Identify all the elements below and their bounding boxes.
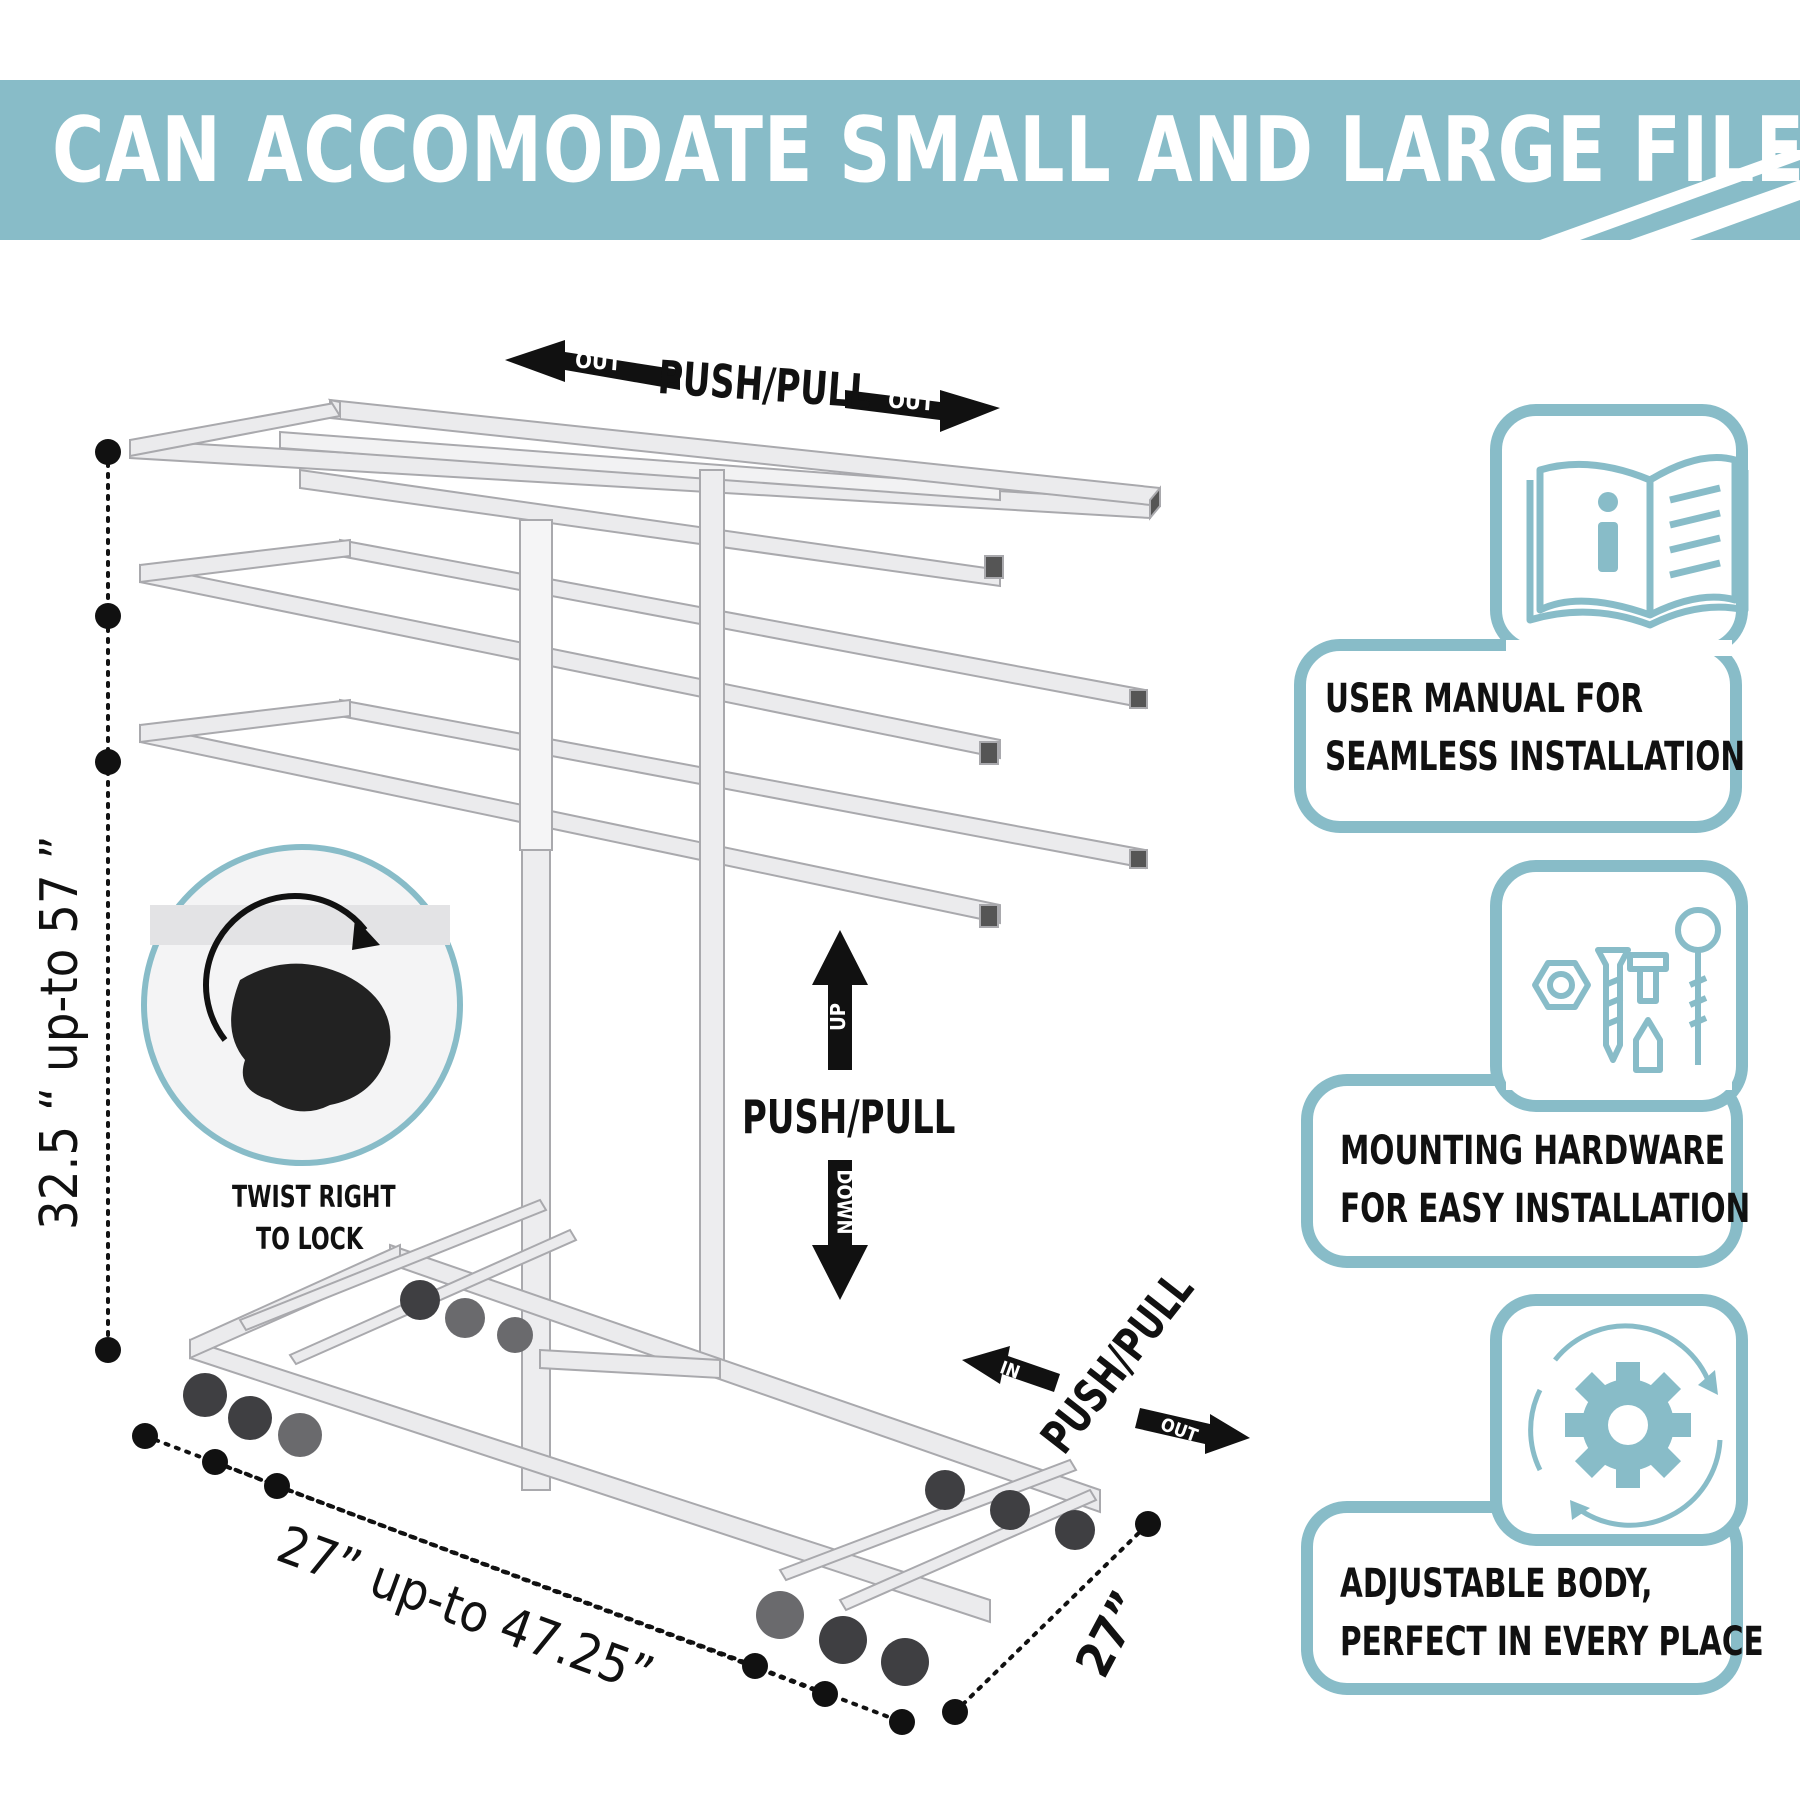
feature-card-hardware-line1: MOUNTING HARDWARE: [1340, 1128, 1725, 1174]
feature-card-manual-line1: USER MANUAL FOR: [1325, 676, 1644, 722]
top-push-pull-arrow: [505, 340, 1000, 432]
vertical-arrow-label: PUSH/PULL: [742, 1090, 956, 1144]
height-dimension-line: [95, 439, 121, 1363]
feature-card-manual: USER MANUAL FOR SEAMLESS INSTALLATION: [1325, 670, 1745, 786]
knob-caption-line1: TWIST RIGHT: [232, 1180, 396, 1215]
casters: [183, 1280, 1095, 1686]
rack-uprights: [519, 469, 725, 1491]
length-dimension-line: [132, 1423, 915, 1735]
feature-card-hardware-line2: FOR EASY INSTALLATION: [1340, 1186, 1751, 1232]
vertical-push-pull-arrow: [812, 930, 868, 1300]
header-banner: CAN ACCOMODATE SMALL AND LARGE FILES: [0, 80, 1800, 240]
banner-title: CAN ACCOMODATE SMALL AND LARGE FILES: [52, 98, 1800, 203]
feature-card-manual-line2: SEAMLESS INSTALLATION: [1325, 734, 1746, 780]
feature-card-adjustable-line1: ADJUSTABLE BODY,: [1340, 1561, 1653, 1607]
rack-base: [189, 1198, 1101, 1624]
feature-card-adjustable: ADJUSTABLE BODY, PERFECT IN EVERY PLACE: [1340, 1555, 1764, 1671]
knob-caption-line2: TO LOCK: [256, 1222, 364, 1257]
feature-card-adjustable-line2: PERFECT IN EVERY PLACE: [1340, 1619, 1764, 1665]
feature-card-hardware: MOUNTING HARDWARE FOR EASY INSTALLATION: [1340, 1122, 1750, 1238]
base-push-pull-arrow: [962, 1346, 1250, 1454]
banner-stripes: [1540, 150, 1800, 240]
knob-inset: [141, 844, 463, 1166]
depth-dimension-line: [942, 1511, 1161, 1725]
